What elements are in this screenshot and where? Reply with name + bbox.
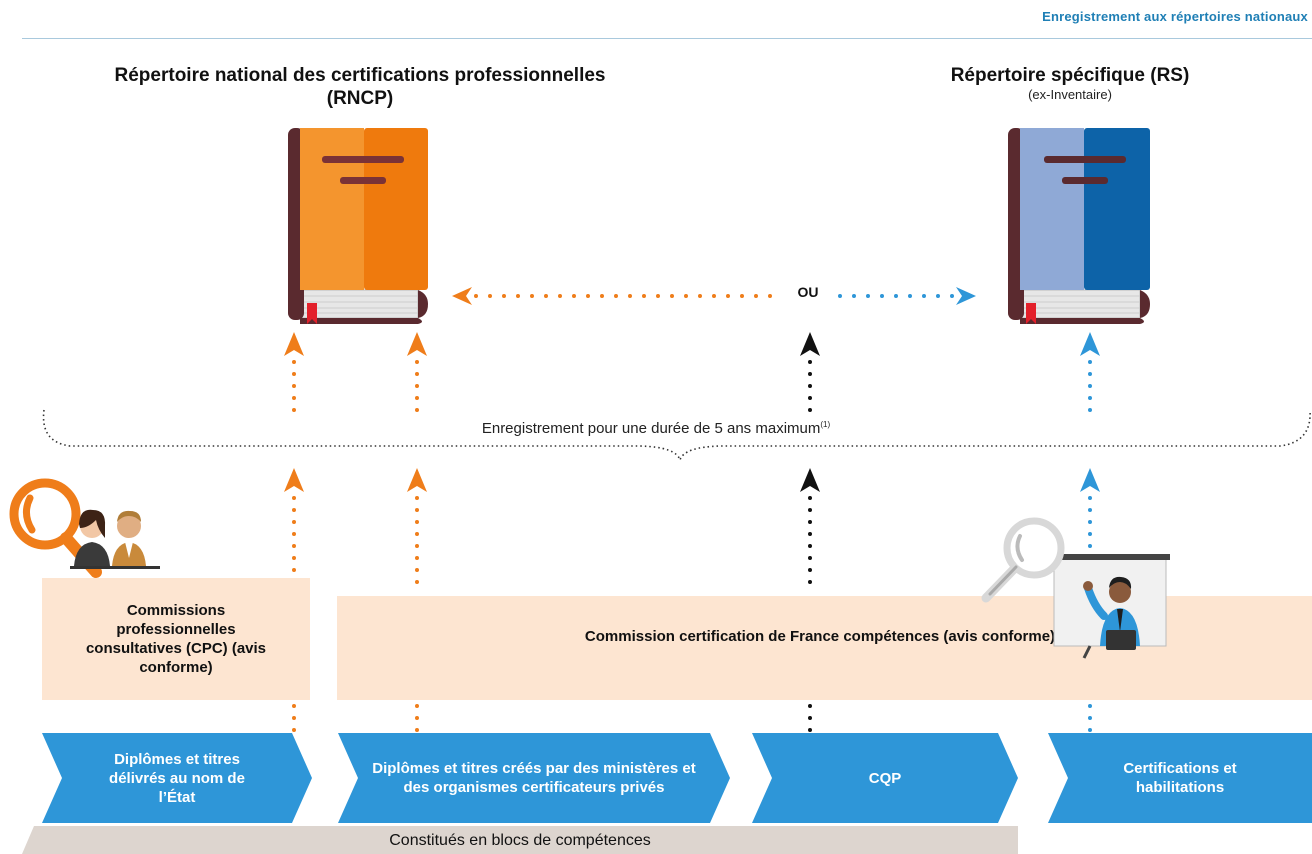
category-cqp: CQP (752, 733, 1018, 823)
france-competences-text: Commission certification de France compé… (584, 628, 1056, 645)
rs-title: Répertoire spécifique (RS) (950, 65, 1190, 86)
arrow-up-icon (407, 468, 427, 492)
duration-footnote: (1) (820, 420, 831, 429)
page-header-title: Enregistrement aux répertoires nationaux (1042, 9, 1308, 24)
or-connector (452, 287, 976, 305)
category-label: Diplômes et titres créés par des ministè… (372, 760, 696, 796)
arrow-up-icon (1080, 468, 1100, 492)
experts-magnifier-icon (9, 478, 160, 578)
category-diplomes-etat: Diplômes et titres délivrés au nom de l’… (42, 733, 312, 823)
cpc-box: Commissions professionnelles consultativ… (42, 578, 310, 700)
competence-blocks-label: Constitués en blocs de compétences (389, 832, 651, 849)
cpc-box-text: Commissions professionnelles consultativ… (85, 602, 267, 676)
arrow-up-icon (407, 332, 427, 356)
rncp-book-icon (288, 128, 428, 324)
arrow-up-icon (1080, 332, 1100, 356)
arrow-up-icon (284, 332, 304, 356)
rs-book-icon (1008, 128, 1150, 324)
header-divider (22, 38, 1312, 39)
rs-subtitle: (ex-Inventaire) (1028, 87, 1112, 102)
duration-label: Enregistrement pour une durée de 5 ans m… (481, 420, 831, 437)
arrow-up-icon (800, 332, 820, 356)
competence-blocks-bar (22, 826, 1018, 854)
arrow-right-icon (956, 287, 976, 305)
vertical-connectors (284, 332, 1100, 734)
rncp-title: Répertoire national des certifications p… (114, 65, 606, 109)
or-label: OU (786, 284, 830, 300)
arrow-left-icon (452, 287, 472, 305)
category-label: CQP (868, 769, 902, 787)
presenter-magnifier-icon (981, 517, 1170, 659)
category-certifications: Certifications et habilitations (1048, 733, 1312, 823)
category-diplomes-ministeres: Diplômes et titres créés par des ministè… (338, 733, 730, 823)
category-label: Certifications et habilitations (1123, 760, 1237, 796)
arrow-up-icon (284, 468, 304, 492)
category-label: Diplômes et titres délivrés au nom de l’… (109, 750, 245, 806)
arrow-up-icon (800, 468, 820, 492)
duration-brace (42, 409, 1311, 463)
